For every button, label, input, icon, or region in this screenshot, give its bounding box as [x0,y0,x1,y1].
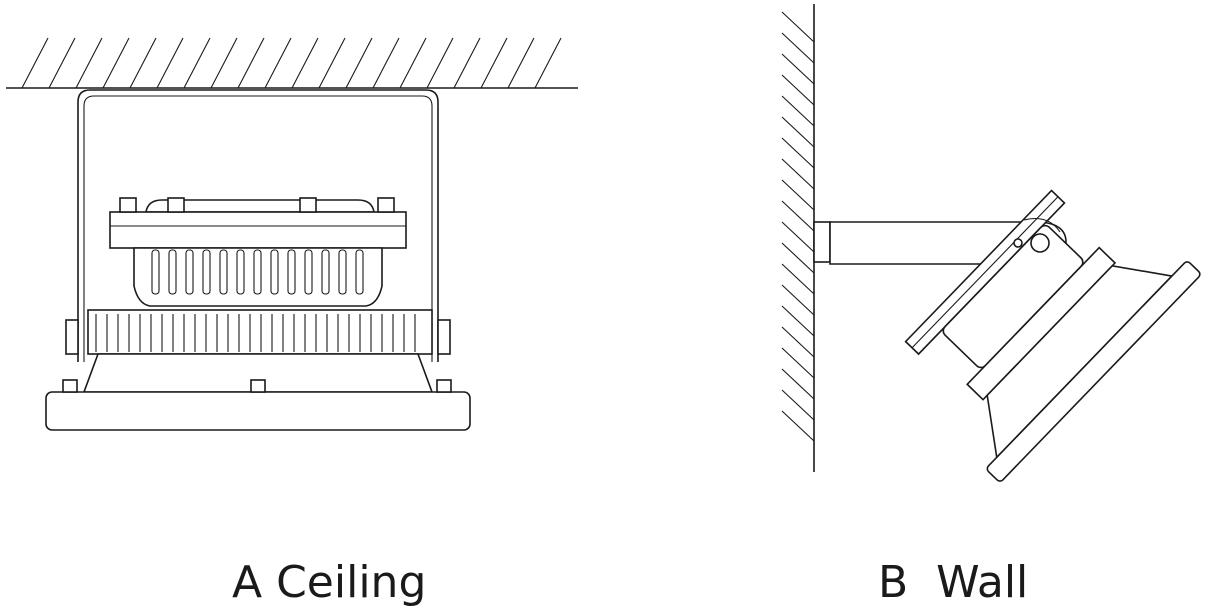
heatsink-fins [95,314,416,352]
hatch-line [781,74,815,106]
fin [151,249,160,295]
lamp-lens-frame [986,261,1201,482]
wall-arm-base [813,221,831,263]
hatch-line [156,37,184,89]
bolt [377,197,395,213]
hatch-line [534,37,562,89]
fin [253,249,262,295]
housing-top [145,199,375,213]
hatch-line [781,32,815,64]
hatch-line [781,158,815,190]
hatch-line [183,37,211,89]
bolt [299,197,317,213]
hatch-line [426,37,454,89]
hatch-line [129,37,157,89]
hatch-line [453,37,481,89]
driver-box [133,247,383,307]
hatch-line [264,37,292,89]
pivot-arc [1023,217,1061,233]
hatch-line [318,37,346,89]
fin [236,249,245,295]
driver-fins [151,249,364,295]
hatch-line [781,242,815,274]
wall-hatching [781,11,815,442]
pivot-circle-small [1013,238,1023,248]
fin [321,249,330,295]
hatch-line [237,37,265,89]
frame-bolts [62,379,452,393]
ceiling-bracket-inner [83,95,433,362]
fin [168,249,177,295]
bolt [250,379,266,393]
hatch-line [75,37,103,89]
hatch-line [781,263,815,295]
bolt [167,197,185,213]
heatsink [87,309,433,355]
fin [219,249,228,295]
pivot-circle-large [1030,233,1050,253]
hatch-line [291,37,319,89]
right-pivot-knob [437,319,451,355]
plate-bolts [119,197,395,213]
fin [270,249,279,295]
hatch-line [345,37,373,89]
fin [304,249,313,295]
ceiling-surface [6,37,578,89]
hatch-line [781,116,815,148]
caption-wall: B Wall [878,557,1029,608]
hatch-line [781,410,815,442]
hatch-line [781,137,815,169]
hatch-line [781,347,815,379]
hatch-line [210,37,238,89]
hatch-line [781,200,815,232]
hatch-line [21,37,49,89]
caption-ceiling: A Ceiling [232,557,427,608]
hatch-line [781,326,815,358]
fin [202,249,211,295]
hatch-line [781,389,815,421]
hatch-line [480,37,508,89]
ceiling-bracket [77,89,439,362]
hatch-line [781,179,815,211]
bolt [62,379,78,393]
ceiling-mount-figure [6,37,578,431]
hatch-line [781,305,815,337]
hatch-line [781,11,815,43]
wall-mount-figure [781,4,1201,482]
hatch-line [48,37,76,89]
hatch-line [781,53,815,85]
hatch-line [372,37,400,89]
hatch-line [102,37,130,89]
bolt [119,197,137,213]
hatch-line [781,284,815,316]
hatch-line [399,37,427,89]
hatch-line [781,368,815,400]
hatch-line [781,221,815,253]
lens-frame [45,391,471,431]
bolt [436,379,452,393]
fin [287,249,296,295]
fin [355,249,364,295]
tilted-lamp [904,189,1201,482]
ceiling-hatching [21,37,562,89]
fin [185,249,194,295]
left-pivot-knob [65,319,79,355]
fin [338,249,347,295]
hatch-line [507,37,535,89]
wall-surface [781,4,815,472]
hatch-line [781,95,815,127]
mounting-plate [109,211,407,249]
